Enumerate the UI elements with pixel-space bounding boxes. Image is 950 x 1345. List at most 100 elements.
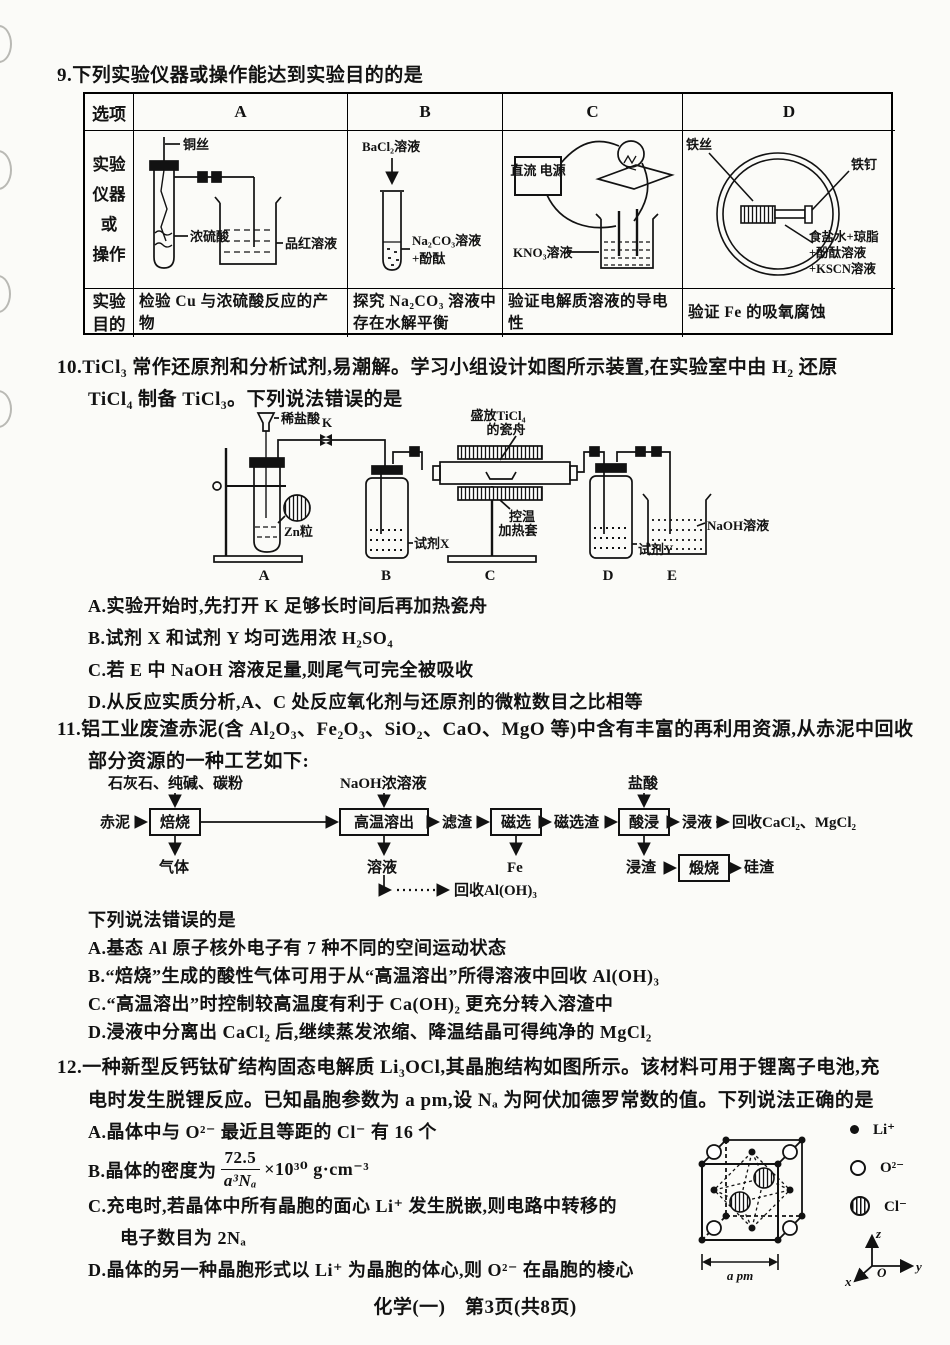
h2-generator-a xyxy=(212,412,386,563)
q10-option-d: D.从反应实质分析,A、C 处反应氧化剂与还原剂的微粒数目之比相等 xyxy=(88,692,643,712)
cell-parameter-dimension xyxy=(701,1254,779,1270)
flow-silica-residue: 硅渣 xyxy=(744,858,775,876)
page-footer: 化学(一) 第3页(共8页) xyxy=(373,1297,577,1318)
bacl2-label: BaCl₂溶液 xyxy=(362,139,420,154)
q11-option-b: B.“焙烧”生成的酸性气体可用于从“高温溶出”所得溶液中回收 Al(OH)₃ xyxy=(88,966,660,986)
flow-box-magnetic: 磁选 xyxy=(501,813,531,831)
apparatus-a-svg: 铜丝 浓硫酸 品红溶液 xyxy=(149,137,337,269)
oxygen-ions xyxy=(706,1144,798,1236)
apparatus-d-svg: 铁丝 铁钉 食盐水+琼脂 +酚酞溶液 +KSCN溶液 xyxy=(685,137,879,276)
chloride-ions xyxy=(729,1167,775,1213)
chloride-ion-label: Cl⁻ xyxy=(884,1198,907,1215)
q12-axes-svg: z y x O xyxy=(844,1226,922,1288)
flow-start: 赤泥 xyxy=(100,813,130,831)
flow-gas: 气体 xyxy=(158,858,190,876)
density-fraction: 72.5 a³Nₐ xyxy=(220,1148,261,1191)
fraction-denominator: a³Nₐ xyxy=(223,1171,257,1190)
q9-cell-b-diagram: BaCl₂溶液 Na₂CO₃溶液 +酚酞 xyxy=(347,130,502,288)
flow-box-acid-leach: 酸浸 xyxy=(629,813,659,831)
flow-box-leaching: 高温溶出 xyxy=(354,813,414,831)
flow-fe: Fe xyxy=(507,860,523,876)
stopcock-k-label: K xyxy=(322,415,333,430)
q12-option-c-line2: 电子数目为 2Nₐ xyxy=(120,1228,247,1248)
tube-furnace-c xyxy=(432,435,605,563)
flow-box-calcine: 煅烧 xyxy=(689,859,719,877)
q9-cell-c-diagram: 直流 电源 KNO₃溶液 xyxy=(502,130,682,288)
fraction-numerator: 72.5 xyxy=(220,1148,261,1170)
q11-option-d: D.浸液中分离出 CaCl₂ 后,继续蒸发浓缩、降温结晶可得纯净的 MgCl₂ xyxy=(88,1022,652,1042)
q9-purpose-d: 验证 Fe 的吸氧腐蚀 xyxy=(682,288,895,337)
zinc-label: Zn粒 xyxy=(284,524,313,539)
q10-stem-line2: TiCl₄ 制备 TiCl₃。下列说法错误的是 xyxy=(88,389,403,410)
q9-cell-d-diagram: 铁丝 铁钉 食盐水+琼脂 +酚酞溶液 +KSCN溶液 xyxy=(682,130,895,288)
flow-input-naoh: NaOH浓溶液 xyxy=(340,774,428,792)
flow-leach-liquor: 浸液 xyxy=(682,813,713,831)
q11-option-c: C.“高温溶出”时控制较高温度有利于 Ca(OH)₂ 更充分转入溶渣中 xyxy=(88,994,614,1014)
reagent-x-label: 试剂X xyxy=(414,536,450,551)
corrosion-dish xyxy=(708,152,850,276)
binding-mark xyxy=(0,150,12,190)
naoh-label: NaOH溶液 xyxy=(707,518,769,533)
li-ion-label: Li⁺ xyxy=(873,1122,896,1138)
solution-label-1: 食盐水+琼脂 xyxy=(808,229,879,244)
q11-substem: 下列说法错误的是 xyxy=(88,910,236,930)
q9-col-label: 选项 xyxy=(92,104,126,124)
cell-parameter-label: a pm xyxy=(727,1268,753,1283)
letter-c: C xyxy=(485,568,496,584)
q11-stem-line1: 11.铝工业废渣赤泥(含 Al₂O₃、Fe₂O₃、SiO₂、CaO、MgO 等)… xyxy=(57,719,914,740)
coordinate-axes xyxy=(853,1233,915,1283)
q9-col-d: D xyxy=(682,94,895,130)
q12-option-b-suffix: ×10³⁰ g·cm⁻³ xyxy=(264,1159,370,1179)
q12-option-a: A.晶体中与 O²⁻ 最近且等距的 Cl⁻ 有 16 个 xyxy=(88,1122,437,1142)
letter-e: E xyxy=(667,568,677,584)
dilute-hcl-label: 稀盐酸 xyxy=(281,411,321,426)
q9-row-apparatus-label: 实验 仪器 或 操作 xyxy=(85,130,133,288)
letter-b: B xyxy=(381,568,391,584)
binding-mark xyxy=(0,275,11,313)
binding-mark xyxy=(0,25,12,63)
iron-wire-label: 铁丝 xyxy=(685,137,712,152)
test-tube-dropping xyxy=(380,158,410,271)
phenolphthalein-label: +酚酞 xyxy=(412,251,446,266)
solution-label-2: +酚酞溶液 xyxy=(809,245,867,260)
q9-table: 选项 A B C D 实验 仪器 或 操作 xyxy=(83,92,895,337)
wash-bottle-b xyxy=(365,446,423,559)
flow-box-roasting: 焙烧 xyxy=(160,813,190,831)
dye-label: 品红溶液 xyxy=(285,236,337,251)
copper-wire-label: 铜丝 xyxy=(182,137,209,152)
unit-cell-cube xyxy=(698,1136,806,1270)
q9-col-a: A xyxy=(133,94,347,130)
heater-label-2: 加热套 xyxy=(497,523,538,538)
dc-power-label: 直流 电源 xyxy=(510,163,565,178)
y-axis-label: y xyxy=(914,1259,922,1274)
chloride-ion-icon xyxy=(850,1196,870,1216)
q9-stem: 9.下列实验仪器或操作能达到实验目的的是 xyxy=(57,65,424,86)
q10-stem-line1: 10.TiCl₃ 常作还原剂和分析试剂,易潮解。学习小组设计如图所示装置,在实验… xyxy=(57,357,838,378)
oxide-ion-icon xyxy=(850,1159,866,1176)
origin-label: O xyxy=(877,1265,887,1280)
legend-cl: Cl⁻ xyxy=(850,1196,907,1216)
q10-option-a: A.实验开始时,先打开 K 足够长时间后再加热瓷舟 xyxy=(88,596,488,616)
li-ion-icon xyxy=(850,1125,859,1134)
x-axis-label: x xyxy=(844,1274,852,1288)
conductivity-setup xyxy=(514,140,675,269)
flow-input-hcl: 盐酸 xyxy=(628,774,659,792)
letter-a: A xyxy=(259,568,270,584)
apparatus-c-svg: 直流 电源 KNO₃溶液 xyxy=(510,140,675,269)
flow-leach-residue: 浸渣 xyxy=(626,858,657,876)
flow-recover-cacl2: 回收CaCl₂、MgCl₂ xyxy=(732,813,856,831)
solution-label-3: +KSCN溶液 xyxy=(809,261,876,276)
flow-input-limestone: 石灰石、纯碱、碳粉 xyxy=(107,774,243,792)
q9-col-b: B xyxy=(347,94,502,130)
q10-apparatus-svg: 稀盐酸 K Zn粒 试剂X 盛放TiCl₄ 的瓷舟 控温 加热套 试剂Y NaO… xyxy=(212,408,769,584)
letter-d: D xyxy=(603,568,614,584)
q12-option-d: D.晶体的另一种晶胞形式以 Li⁺ 为晶胞的体心,则 O²⁻ 在晶胞的棱心 xyxy=(88,1260,634,1280)
heater-label-1: 控温 xyxy=(509,509,535,524)
boat-label-1: 盛放TiCl₄ xyxy=(471,408,526,423)
legend-o: O²⁻ xyxy=(850,1158,904,1177)
q9-purpose-a: 检验 Cu 与浓硫酸反应的产物 xyxy=(133,288,347,337)
q9-row-purpose-label: 实验 目的 xyxy=(85,288,133,337)
lithium-ions xyxy=(698,1136,806,1244)
acid-label: 浓硫酸 xyxy=(190,229,230,244)
flow-filter-residue: 滤渣 xyxy=(442,813,473,831)
